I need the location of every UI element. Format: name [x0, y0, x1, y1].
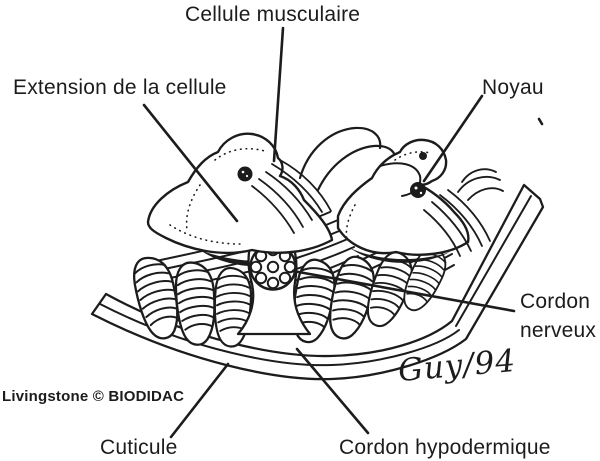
label-cordon-hypodermique: Cordon hypodermique	[339, 436, 551, 459]
stipple-shading-right	[345, 151, 431, 241]
leader-extension	[142, 103, 239, 223]
leader-lines	[142, 26, 544, 439]
label-extension-cellule: Extension de la cellule	[13, 76, 227, 99]
head-dot-right	[419, 152, 427, 160]
label-cuticule: Cuticule	[100, 436, 178, 459]
wing-striations-right	[423, 189, 491, 257]
muscle-cell-left	[146, 132, 334, 255]
leader-noyau	[422, 94, 484, 183]
label-cordon-nerveux: Cordon nerveux	[520, 287, 596, 345]
muscle-cell-right	[336, 138, 491, 257]
stipple-shading-left	[169, 147, 269, 245]
leader-cellule-musculaire	[272, 26, 285, 163]
label-cellule-musculaire: Cellule musculaire	[185, 3, 361, 26]
wing-striations-left	[251, 159, 332, 234]
leader-cordon-hypodermique	[295, 347, 370, 435]
leader-cordon-nerveux	[291, 269, 516, 313]
label-noyau: Noyau	[482, 76, 544, 99]
nucleus-right	[410, 182, 426, 198]
label-cordon-nerveux-line1: Cordon	[520, 290, 591, 313]
nucleus-left	[237, 166, 253, 182]
label-cordon-nerveux-line2: nerveux	[520, 319, 597, 342]
ink-speck	[537, 117, 544, 126]
slab-right-edge-line	[455, 195, 532, 327]
credit-text: Livingstone © BIODIDAC	[2, 388, 185, 405]
leader-cuticule	[169, 362, 230, 439]
right-hump-striations	[457, 168, 504, 201]
